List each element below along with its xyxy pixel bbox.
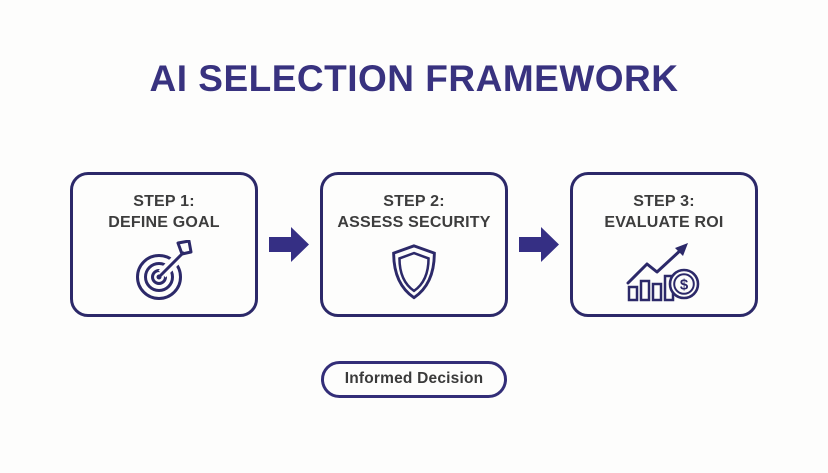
step-label-line2: DEFINE GOAL — [108, 214, 220, 231]
step-label-line1: STEP 1: — [133, 193, 195, 210]
step-label-line1: STEP 2: — [383, 193, 445, 210]
step-card-define-goal: STEP 1: DEFINE GOAL — [70, 172, 258, 317]
step-label-line1: STEP 3: — [633, 193, 695, 210]
dollar-sign-glyph: $ — [680, 276, 689, 293]
step-label-line2: EVALUATE ROI — [604, 214, 724, 231]
informed-decision-pill: Informed Decision — [320, 361, 508, 398]
step-card-evaluate-roi: STEP 3: EVALUATE ROI $ — [570, 172, 758, 317]
target-goal-icon — [136, 239, 193, 300]
page-title: AI SELECTION FRAMEWORK — [149, 58, 679, 99]
informed-decision-label: Informed Decision — [344, 370, 484, 387]
roi-growth-icon: $ — [626, 242, 700, 301]
arrow-right-icon — [519, 227, 559, 262]
framework-flow: STEP 1: DEFINE GOAL STEP — [0, 172, 828, 317]
arrow-right-icon — [269, 227, 309, 262]
step-label-line2: ASSESS SECURITY — [337, 214, 491, 231]
step-card-assess-security: STEP 2: ASSESS SECURITY — [320, 172, 508, 317]
shield-icon — [392, 243, 436, 299]
